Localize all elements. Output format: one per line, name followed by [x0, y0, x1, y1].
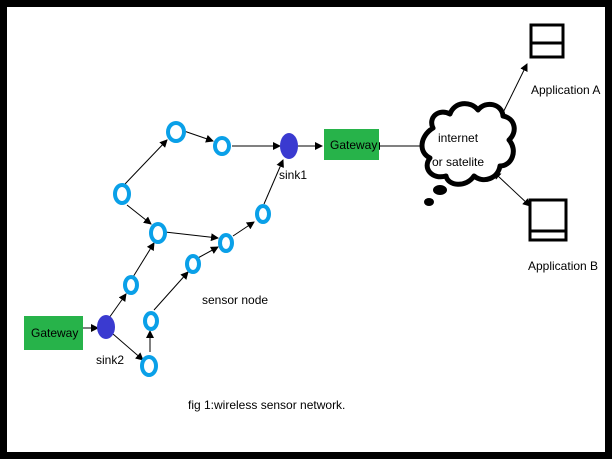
link: [263, 159, 284, 205]
cloud-label-line1: internet: [438, 131, 479, 145]
link: [153, 271, 189, 311]
sensor-node: [255, 204, 271, 224]
sensor-node-label: sensor node: [202, 293, 268, 307]
sensor-node: [113, 183, 131, 205]
sensor-node: [166, 121, 186, 143]
cloud-label-line2: or satelite: [432, 155, 484, 169]
gateway-right-label: Gateway: [330, 138, 377, 152]
computer-a-icon: [529, 23, 565, 59]
sensor-node: [185, 254, 201, 274]
link: [126, 204, 152, 225]
application-b-label: Application B: [528, 259, 598, 273]
sensor-node: [123, 275, 139, 295]
cloud-icon: [419, 101, 517, 206]
link: [195, 246, 219, 260]
gateway-right-box: [324, 129, 379, 160]
link: [232, 221, 255, 237]
computer-b-icon: [528, 198, 568, 242]
sink1-node: [280, 133, 298, 159]
gateway-left-box: [24, 316, 83, 350]
link: [112, 333, 144, 361]
link: [108, 293, 127, 319]
link: [124, 139, 168, 185]
gateway-left-label: Gateway: [31, 326, 78, 340]
sensor-node: [218, 233, 234, 253]
link: [132, 242, 155, 278]
sensor-node: [143, 311, 159, 331]
sink1-label: sink1: [279, 168, 307, 182]
link: [164, 231, 219, 242]
links: [83, 63, 531, 361]
sensor-node: [213, 136, 231, 156]
figure-caption: fig 1:wireless sensor network.: [188, 398, 345, 412]
sensor-node: [140, 355, 158, 377]
sensor-node: [149, 222, 167, 244]
application-a-label: Application A: [531, 83, 600, 97]
sink2-label: sink2: [96, 353, 124, 367]
sink2-node: [97, 315, 115, 339]
link: [183, 130, 214, 143]
link: [492, 171, 531, 207]
sensor-nodes: [113, 121, 271, 377]
